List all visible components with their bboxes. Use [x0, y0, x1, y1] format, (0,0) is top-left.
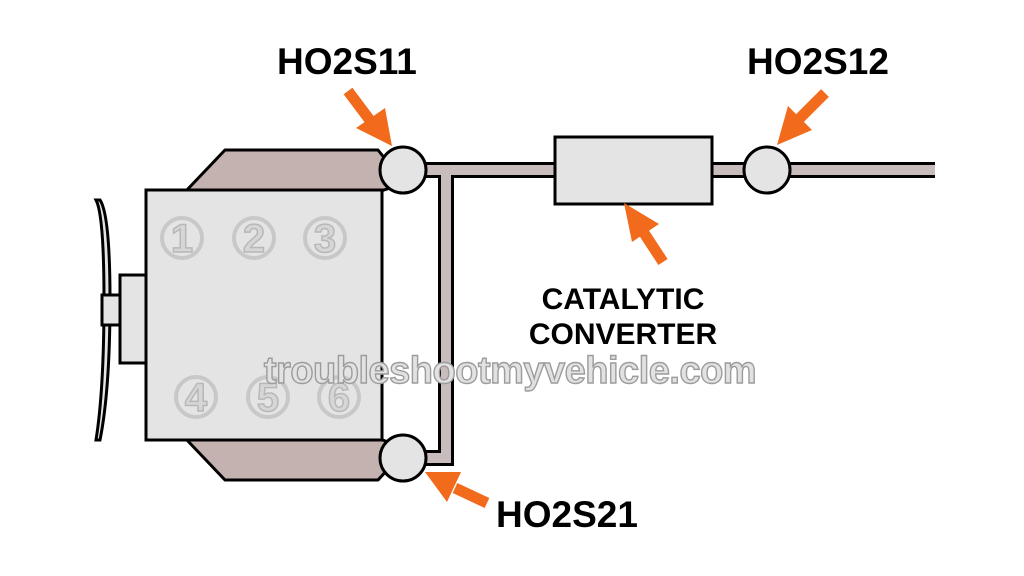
cylinder-5: 5: [257, 376, 279, 420]
cylinder-1: 1: [171, 217, 193, 261]
radiator-fan: [93, 198, 150, 442]
arrow-ho2s11: [343, 87, 392, 146]
catalytic-converter: [553, 135, 714, 206]
arrow-ho2s12: [777, 89, 829, 145]
cylinder-numbers: 1 2 3 4 5 6: [160, 216, 361, 421]
ho2s12-label: HO2S12: [747, 41, 889, 82]
ho2s21-label: HO2S21: [496, 494, 638, 535]
arrow-catalytic-converter: [624, 203, 668, 266]
ho2s21-sensor: [378, 433, 428, 483]
catalytic-converter-label-line1: CATALYTIC: [542, 283, 705, 316]
catalytic-converter-label-line2: CONVERTER: [529, 318, 718, 351]
fan-pulley: [118, 273, 150, 365]
exhaust-manifold-bank1: [183, 148, 392, 194]
arrow-ho2s21: [425, 472, 490, 508]
exhaust-manifold-bank2: [183, 436, 392, 482]
ho2s11-label: HO2S11: [277, 41, 417, 82]
cylinder-4: 4: [185, 376, 208, 420]
watermark: troubleshootmyvehicle.com: [264, 350, 756, 392]
fan-blade: [93, 198, 112, 442]
ho2s11-sensor: [378, 145, 428, 195]
cylinder-3: 3: [314, 217, 336, 261]
cylinder-2: 2: [243, 217, 265, 261]
cylinder-6: 6: [328, 376, 350, 420]
ho2s12-sensor: [742, 145, 792, 195]
